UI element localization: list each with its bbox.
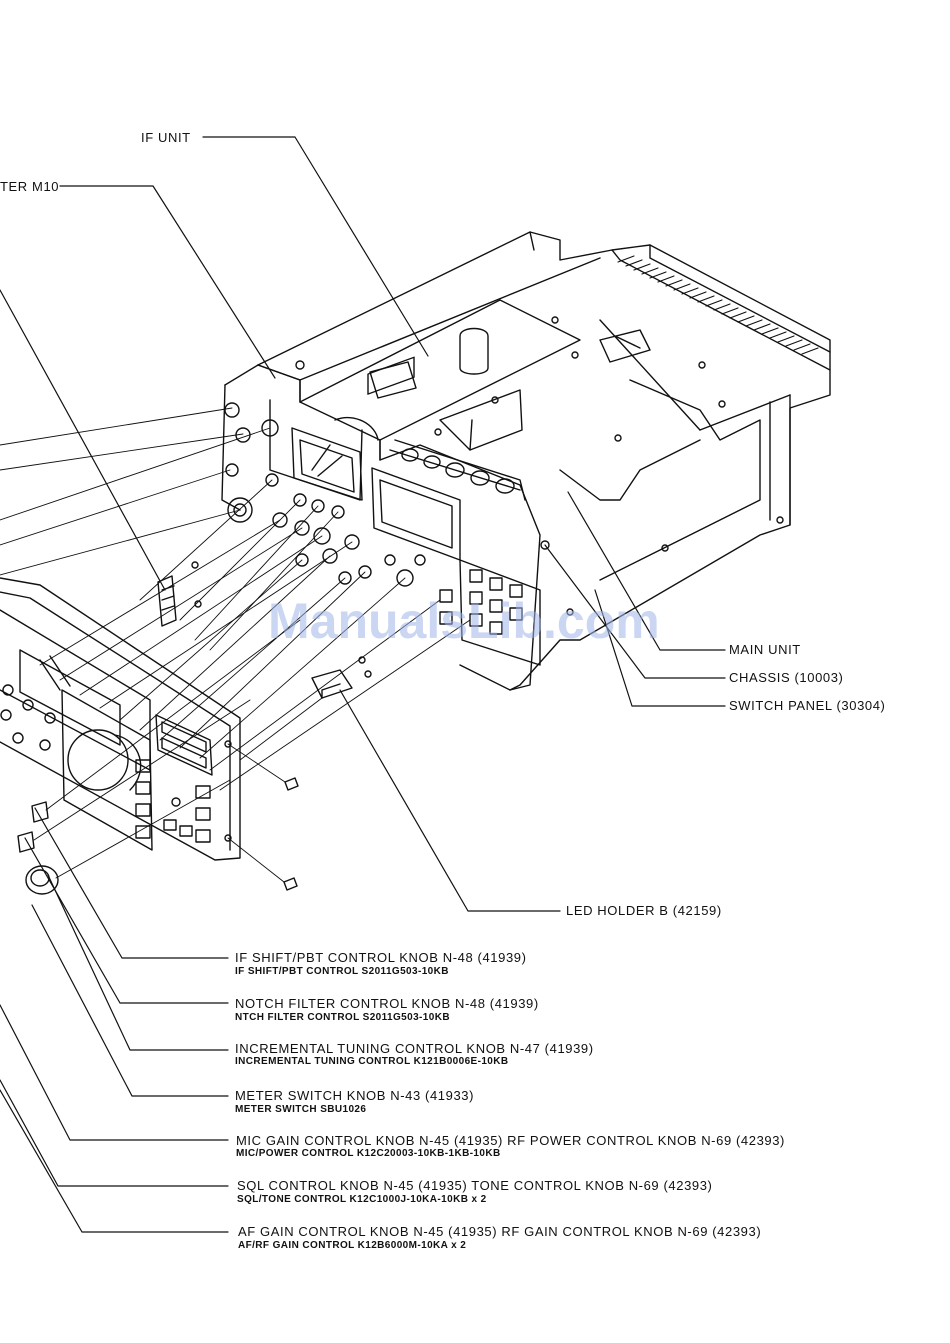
part-main-label: METER SWITCH KNOB N-43 (41933) <box>235 1088 475 1103</box>
part-sub-label: INCREMENTAL TUNING CONTROL K121B0006E-10… <box>235 1056 509 1067</box>
label-if-unit: IF UNIT <box>141 130 191 145</box>
part-main-label: SQL CONTROL KNOB N-45 (41935) TONE CONTR… <box>237 1178 713 1193</box>
part-sub-label: NTCH FILTER CONTROL S2011G503-10KB <box>235 1012 450 1023</box>
loose-parts-drawing <box>17 561 372 895</box>
part-sub-label: AF/RF GAIN CONTROL K12B6000M-10KA x 2 <box>238 1240 467 1251</box>
label-switch-panel: SWITCH PANEL (30304) <box>729 698 886 713</box>
part-main-label: MIC GAIN CONTROL KNOB N-45 (41935) RF PO… <box>236 1133 785 1148</box>
part-main-label: NOTCH FILTER CONTROL KNOB N-48 (41939) <box>235 996 539 1011</box>
part-main-label: IF SHIFT/PBT CONTROL KNOB N-48 (41939) <box>235 950 527 965</box>
front-panel-drawing <box>0 577 241 861</box>
label-meter: TER M10 <box>0 179 60 194</box>
part-main-label: AF GAIN CONTROL KNOB N-45 (41935) RF GAI… <box>238 1224 762 1239</box>
part-main-label: INCREMENTAL TUNING CONTROL KNOB N-47 (41… <box>235 1041 594 1056</box>
part-sub-label: METER SWITCH SBU1026 <box>235 1104 367 1115</box>
part-sub-label: IF SHIFT/PBT CONTROL S2011G503-10KB <box>235 966 449 977</box>
assembly-dash-lines <box>0 407 471 883</box>
label-led-holder: LED HOLDER B (42159) <box>566 903 722 918</box>
label-chassis: CHASSIS (10003) <box>729 670 844 685</box>
chassis-drawing <box>257 231 831 691</box>
label-main-unit: MAIN UNIT <box>729 642 801 657</box>
part-sub-label: SQL/TONE CONTROL K12C1000J-10KA-10KB x 2 <box>237 1194 487 1205</box>
switch-panel-drawing <box>221 364 541 691</box>
watermark: ManualsLib.com <box>268 593 660 649</box>
leader-lines <box>0 136 726 1233</box>
part-sub-label: MIC/POWER CONTROL K12C20003-10KB-1KB-10K… <box>236 1148 501 1159</box>
